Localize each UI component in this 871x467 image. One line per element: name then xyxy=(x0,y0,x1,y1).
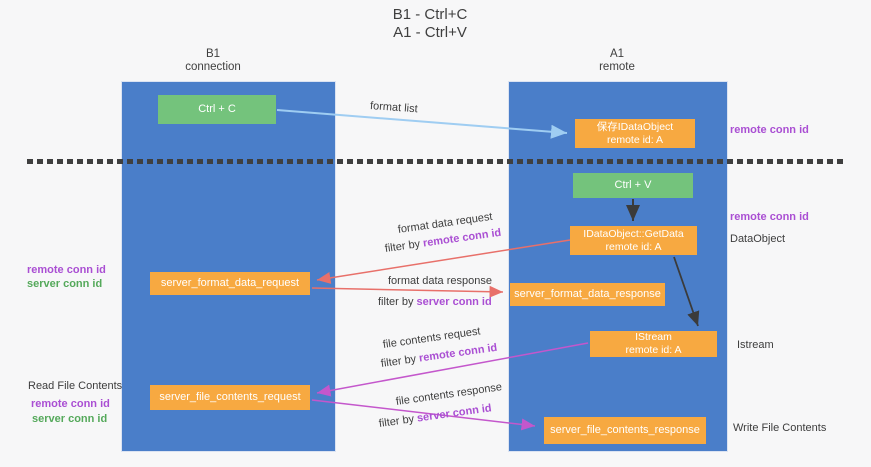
save-idataobject-box: 保存IDataObject remote id: A xyxy=(575,119,695,148)
filter-by-server-conn-id-label-1: filter by server conn id xyxy=(378,296,492,309)
filter-by-text: filter by xyxy=(380,352,420,370)
diagram-title: B1 - Ctrl+C A1 - Ctrl+V xyxy=(0,6,860,42)
server-file-contents-request-label: server_file_contents_request xyxy=(159,391,301,403)
istream-remote-id: remote id: A xyxy=(625,344,682,356)
filter-by-text: filter by xyxy=(384,237,424,255)
server-conn-id-text: server conn id xyxy=(416,296,492,308)
ctrl-c-label: Ctrl + C xyxy=(198,103,236,115)
server-conn-id-annotation-2: server conn id xyxy=(32,413,108,425)
filter-by-text: filter by xyxy=(378,412,418,430)
dataobject-annotation: DataObject xyxy=(730,233,786,245)
phase-separator-dashed-line xyxy=(27,159,845,164)
ctrl-c-box: Ctrl + C xyxy=(158,95,276,124)
istream-annotation: Istream xyxy=(737,339,774,351)
istream-title: IStream xyxy=(635,331,672,343)
ctrl-v-box: Ctrl + V xyxy=(573,173,693,198)
read-file-contents-annotation: Read File Contents xyxy=(28,380,123,392)
title-line-1: B1 - Ctrl+C xyxy=(392,6,468,23)
filter-by-text: filter by xyxy=(378,296,417,308)
server-format-data-request-box: server_format_data_request xyxy=(150,272,310,295)
server-format-data-request-label: server_format_data_request xyxy=(160,277,300,289)
server-format-data-response-box: server_format_data_response xyxy=(510,283,665,306)
left-column-role: connection xyxy=(185,61,241,73)
getdata-title: IDataObject::GetData xyxy=(583,227,684,240)
right-column-name: A1 xyxy=(609,48,625,60)
title-line-2: A1 - Ctrl+V xyxy=(393,24,467,41)
ctrl-v-label: Ctrl + V xyxy=(614,179,652,191)
idataobject-getdata-box: IDataObject::GetData remote id: A xyxy=(570,226,697,255)
save-idataobject-remote-id: remote id: A xyxy=(606,133,664,146)
format-list-label: format list xyxy=(369,100,419,116)
filter-by-server-conn-id-label-2: filter by server conn id xyxy=(378,402,492,431)
right-column-header: A1 remote xyxy=(537,48,697,74)
format-data-response-label: format data response xyxy=(388,275,492,287)
getdata-remote-id: remote id: A xyxy=(605,240,662,253)
write-file-contents-annotation: Write File Contents xyxy=(733,422,827,434)
remote-conn-id-annotation-3: remote conn id xyxy=(27,264,106,276)
left-column-header: B1 connection xyxy=(133,48,293,74)
server-conn-id-text: server conn id xyxy=(416,402,493,425)
save-idataobject-title: 保存IDataObject xyxy=(596,120,674,133)
istream-box: IStream remote id: A xyxy=(590,331,717,357)
server-file-contents-response-box: server_file_contents_response xyxy=(544,417,706,444)
remote-conn-id-annotation-2: remote conn id xyxy=(730,211,809,223)
right-column-role: remote xyxy=(599,61,635,73)
remote-conn-id-annotation-4: remote conn id xyxy=(31,398,110,410)
server-format-data-response-label: server_format_data_response xyxy=(514,288,661,300)
server-file-contents-request-box: server_file_contents_request xyxy=(150,385,310,410)
remote-conn-id-annotation-1: remote conn id xyxy=(730,124,809,136)
server-conn-id-annotation-1: server conn id xyxy=(27,278,103,290)
format-data-response-arrow xyxy=(311,285,504,298)
left-column-name: B1 xyxy=(205,48,221,60)
server-file-contents-response-label: server_file_contents_response xyxy=(550,424,700,436)
